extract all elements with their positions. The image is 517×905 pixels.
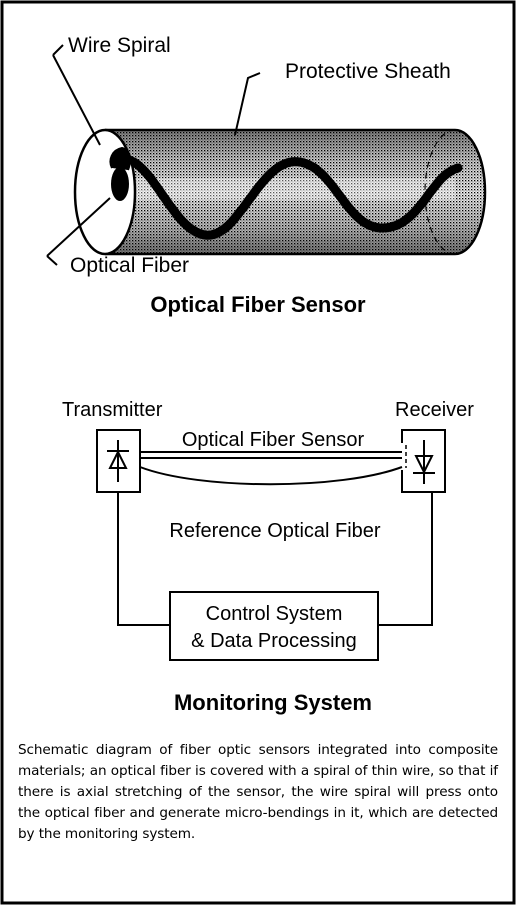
- reference-fiber-label: Reference Optical Fiber: [169, 520, 381, 542]
- control-system-box: [169, 591, 379, 661]
- reference-fiber-curve: [139, 466, 403, 486]
- control-box-line1: Control System: [206, 603, 343, 625]
- sensor-fiber-label: Optical Fiber Sensor: [182, 429, 365, 451]
- diode-icon: [413, 440, 435, 484]
- figure-caption: Schematic diagram of fiber optic sensors…: [18, 742, 498, 842]
- wire-spiral: [113, 154, 463, 240]
- protective-sheath-label: Protective Sheath: [285, 60, 451, 83]
- receiver-label: Receiver: [395, 399, 474, 421]
- optical-fiber-label: Optical Fiber: [70, 254, 189, 277]
- diode-icon: [107, 440, 129, 482]
- transmitter-box: [96, 429, 141, 493]
- receiver-control-connection: [378, 492, 433, 626]
- optical-fiber-core: [111, 167, 129, 201]
- control-box-line2: & Data Processing: [191, 630, 357, 652]
- transmitter-label: Transmitter: [62, 399, 163, 421]
- sensor-fiber-line: [140, 451, 402, 459]
- sensor-cylinder: [73, 128, 487, 256]
- sensor-title: Optical Fiber Sensor: [150, 292, 366, 317]
- transmitter-control-connection: [117, 492, 170, 626]
- optical-fiber-leader: [46, 197, 111, 266]
- wire-spiral-leader: [52, 44, 101, 146]
- wire-spiral-label: Wire Spiral: [68, 34, 171, 57]
- monitoring-title: Monitoring System: [174, 690, 372, 715]
- receiver-box: [400, 429, 446, 493]
- protective-sheath-leader: [234, 72, 261, 136]
